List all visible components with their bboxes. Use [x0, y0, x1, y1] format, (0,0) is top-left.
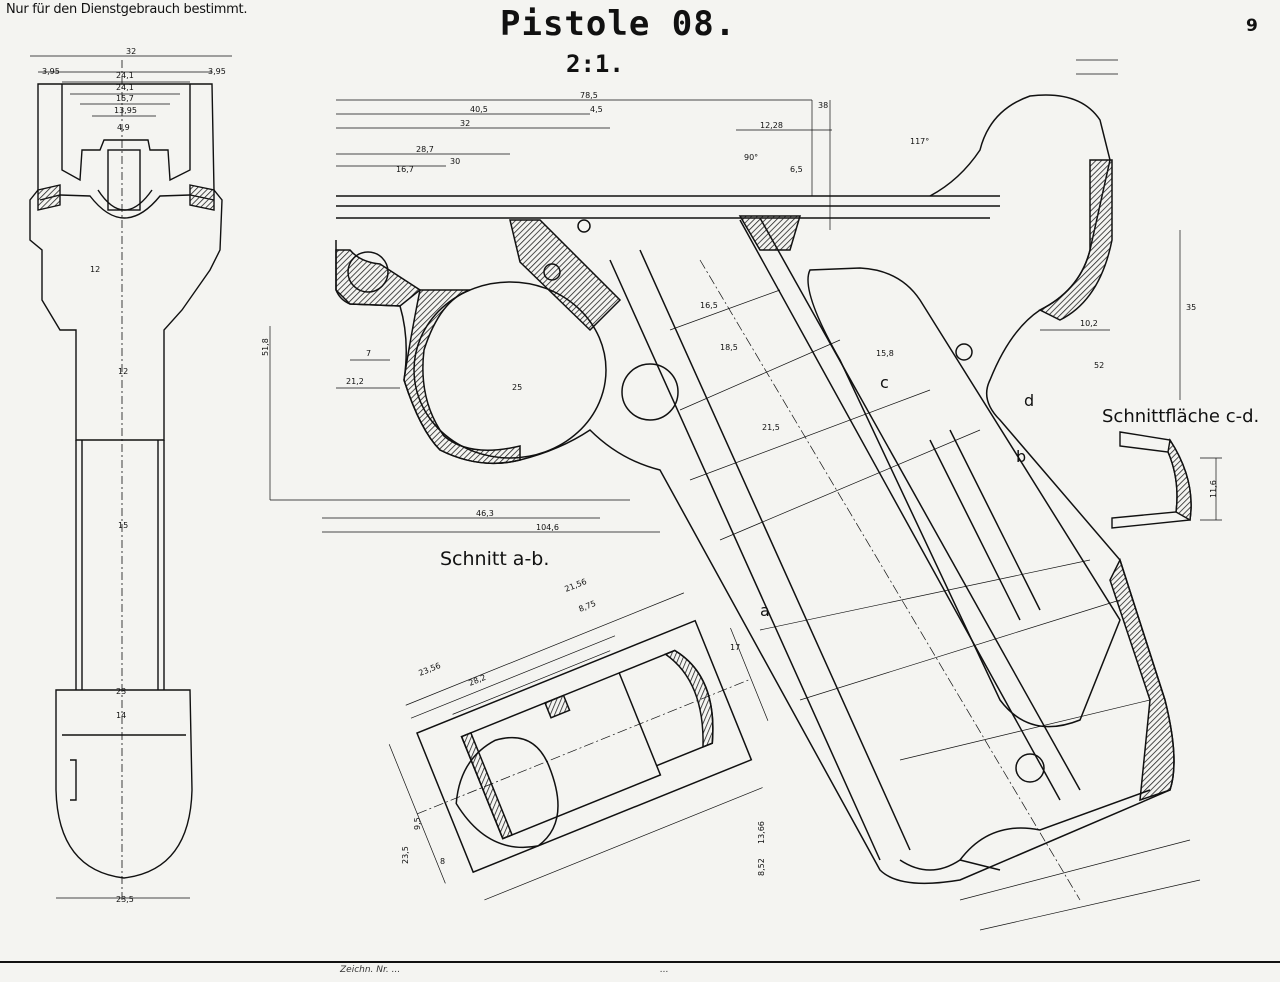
dim-38: 38 [818, 101, 828, 110]
front-bore-arc [97, 189, 153, 211]
rear-pin-hole [347, 251, 389, 293]
frame-hatch-back [1038, 159, 1113, 321]
dim-ab-1366: 13,66 [757, 821, 766, 844]
dim-front-235: 23,5 [116, 895, 134, 904]
dim-32: 32 [460, 119, 470, 128]
dim-ab-8: 8 [440, 857, 445, 866]
dim-front-32: 32 [126, 47, 136, 56]
dim-90deg: 90° [744, 153, 758, 162]
footer-note-right: ... [660, 965, 669, 975]
dim-518: 51,8 [261, 338, 270, 356]
front-hatch-left [37, 184, 61, 211]
dim-185: 18,5 [720, 343, 738, 352]
section-cd-label: Schnittfläche c-d. [1102, 406, 1260, 427]
frame-hatch-grip-top [738, 215, 802, 251]
dim-front-395-left: 3,95 [42, 67, 60, 76]
dim-287: 28,7 [416, 145, 434, 154]
dim-165: 16,5 [700, 301, 718, 310]
section-ab-drawing [388, 592, 769, 901]
front-hatch-right [189, 184, 215, 211]
dim-front-49: 4,9 [117, 123, 130, 132]
frame-hatch-backstrap [1109, 558, 1175, 802]
page-number: 9 [1246, 16, 1258, 36]
section-cd-drawing [1111, 431, 1222, 529]
frame-outline [335, 94, 1175, 885]
footer-note-left: Zeichn. Nr. ... [340, 965, 401, 975]
dim-463: 46,3 [476, 509, 494, 518]
dim-front-241-a: 24,1 [116, 71, 134, 80]
grip-opening [807, 267, 1121, 728]
dim-1046: 104,6 [536, 523, 559, 532]
dim-45: 4,5 [590, 105, 603, 114]
dim-ab-2156: 21,56 [563, 577, 588, 594]
dim-212: 21,2 [346, 377, 364, 386]
section-letter-b: b [1016, 447, 1026, 466]
dim-ab-282: 28,2 [467, 673, 487, 688]
frame-hatch-trigger-guard [403, 289, 521, 465]
side-view [269, 59, 1201, 931]
lanyard-hole [1015, 753, 1045, 783]
small-pin-hole-a [543, 263, 561, 281]
front-magazine-base [55, 689, 193, 879]
dim-158: 15,8 [876, 349, 894, 358]
dim-cd-116: 11,6 [1209, 480, 1218, 498]
small-pin-hole-b [577, 219, 591, 233]
frame-hatch-rear [335, 249, 422, 307]
section-letter-c: c [880, 373, 889, 392]
dim-25: 25 [512, 383, 522, 392]
drawing-scale: 2:1. [566, 50, 624, 78]
dim-785: 78,5 [580, 91, 598, 100]
dim-167: 16,7 [396, 165, 414, 174]
grip-center-line [699, 259, 1081, 901]
trigger-pin-hole [621, 363, 679, 421]
dim-65: 6,5 [790, 165, 803, 174]
trigger-guard-opening [413, 281, 607, 459]
dim-ab-2356: 23,56 [417, 661, 442, 678]
side-view-dims: 78,5 38 40,5 4,5 32 12,28 28,7 30 16,7 5… [261, 91, 1196, 532]
dim-front-12-b: 12 [118, 367, 128, 376]
dim-front-241-b: 24,1 [116, 83, 134, 92]
dim-215: 21,5 [762, 423, 780, 432]
front-firing-pin [107, 149, 141, 211]
dim-front-15: 15 [118, 521, 128, 530]
dim-1228: 12,28 [760, 121, 783, 130]
section-letter-a: a [760, 601, 770, 620]
dim-405: 40,5 [470, 105, 488, 114]
dim-front-23: 23 [116, 687, 126, 696]
dim-52: 52 [1094, 361, 1104, 370]
dim-front-1395: 13,95 [114, 106, 137, 115]
dim-7: 7 [366, 349, 371, 358]
dim-ab-852: 8,52 [757, 858, 766, 876]
dim-35: 35 [1186, 303, 1196, 312]
front-inner-outline [61, 84, 191, 182]
dim-30: 30 [450, 157, 460, 166]
dim-ab-235: 23,5 [401, 846, 410, 864]
front-receiver-outline [29, 83, 223, 441]
dim-102: 10,2 [1080, 319, 1098, 328]
front-view-dims: 32 3,95 24,1 24,1 15,7 13,95 4,9 3,95 12… [42, 47, 226, 904]
front-view [29, 55, 232, 900]
frame-hatch-front [509, 219, 622, 332]
section-ab-label: Schnitt a-b. [440, 548, 550, 570]
dim-ab-875: 8,75 [577, 599, 597, 614]
dim-117deg: 117° [910, 137, 929, 146]
header-note: Nur für den Dienstgebrauch bestimmt. [6, 2, 248, 17]
dim-front-12-a: 12 [90, 265, 100, 274]
dim-ab-17: 17 [730, 643, 740, 652]
dim-front-395-right: 3,95 [208, 67, 226, 76]
dim-ab-95: 9,5 [413, 817, 422, 830]
drawing-title: Pistole 08. [500, 4, 737, 44]
section-letters: a b c d [760, 373, 1034, 620]
section-letter-d: d [1024, 391, 1034, 410]
dim-front-14: 14 [116, 711, 126, 720]
dim-front-157: 15,7 [116, 94, 134, 103]
grip-pin-hole [955, 343, 973, 361]
